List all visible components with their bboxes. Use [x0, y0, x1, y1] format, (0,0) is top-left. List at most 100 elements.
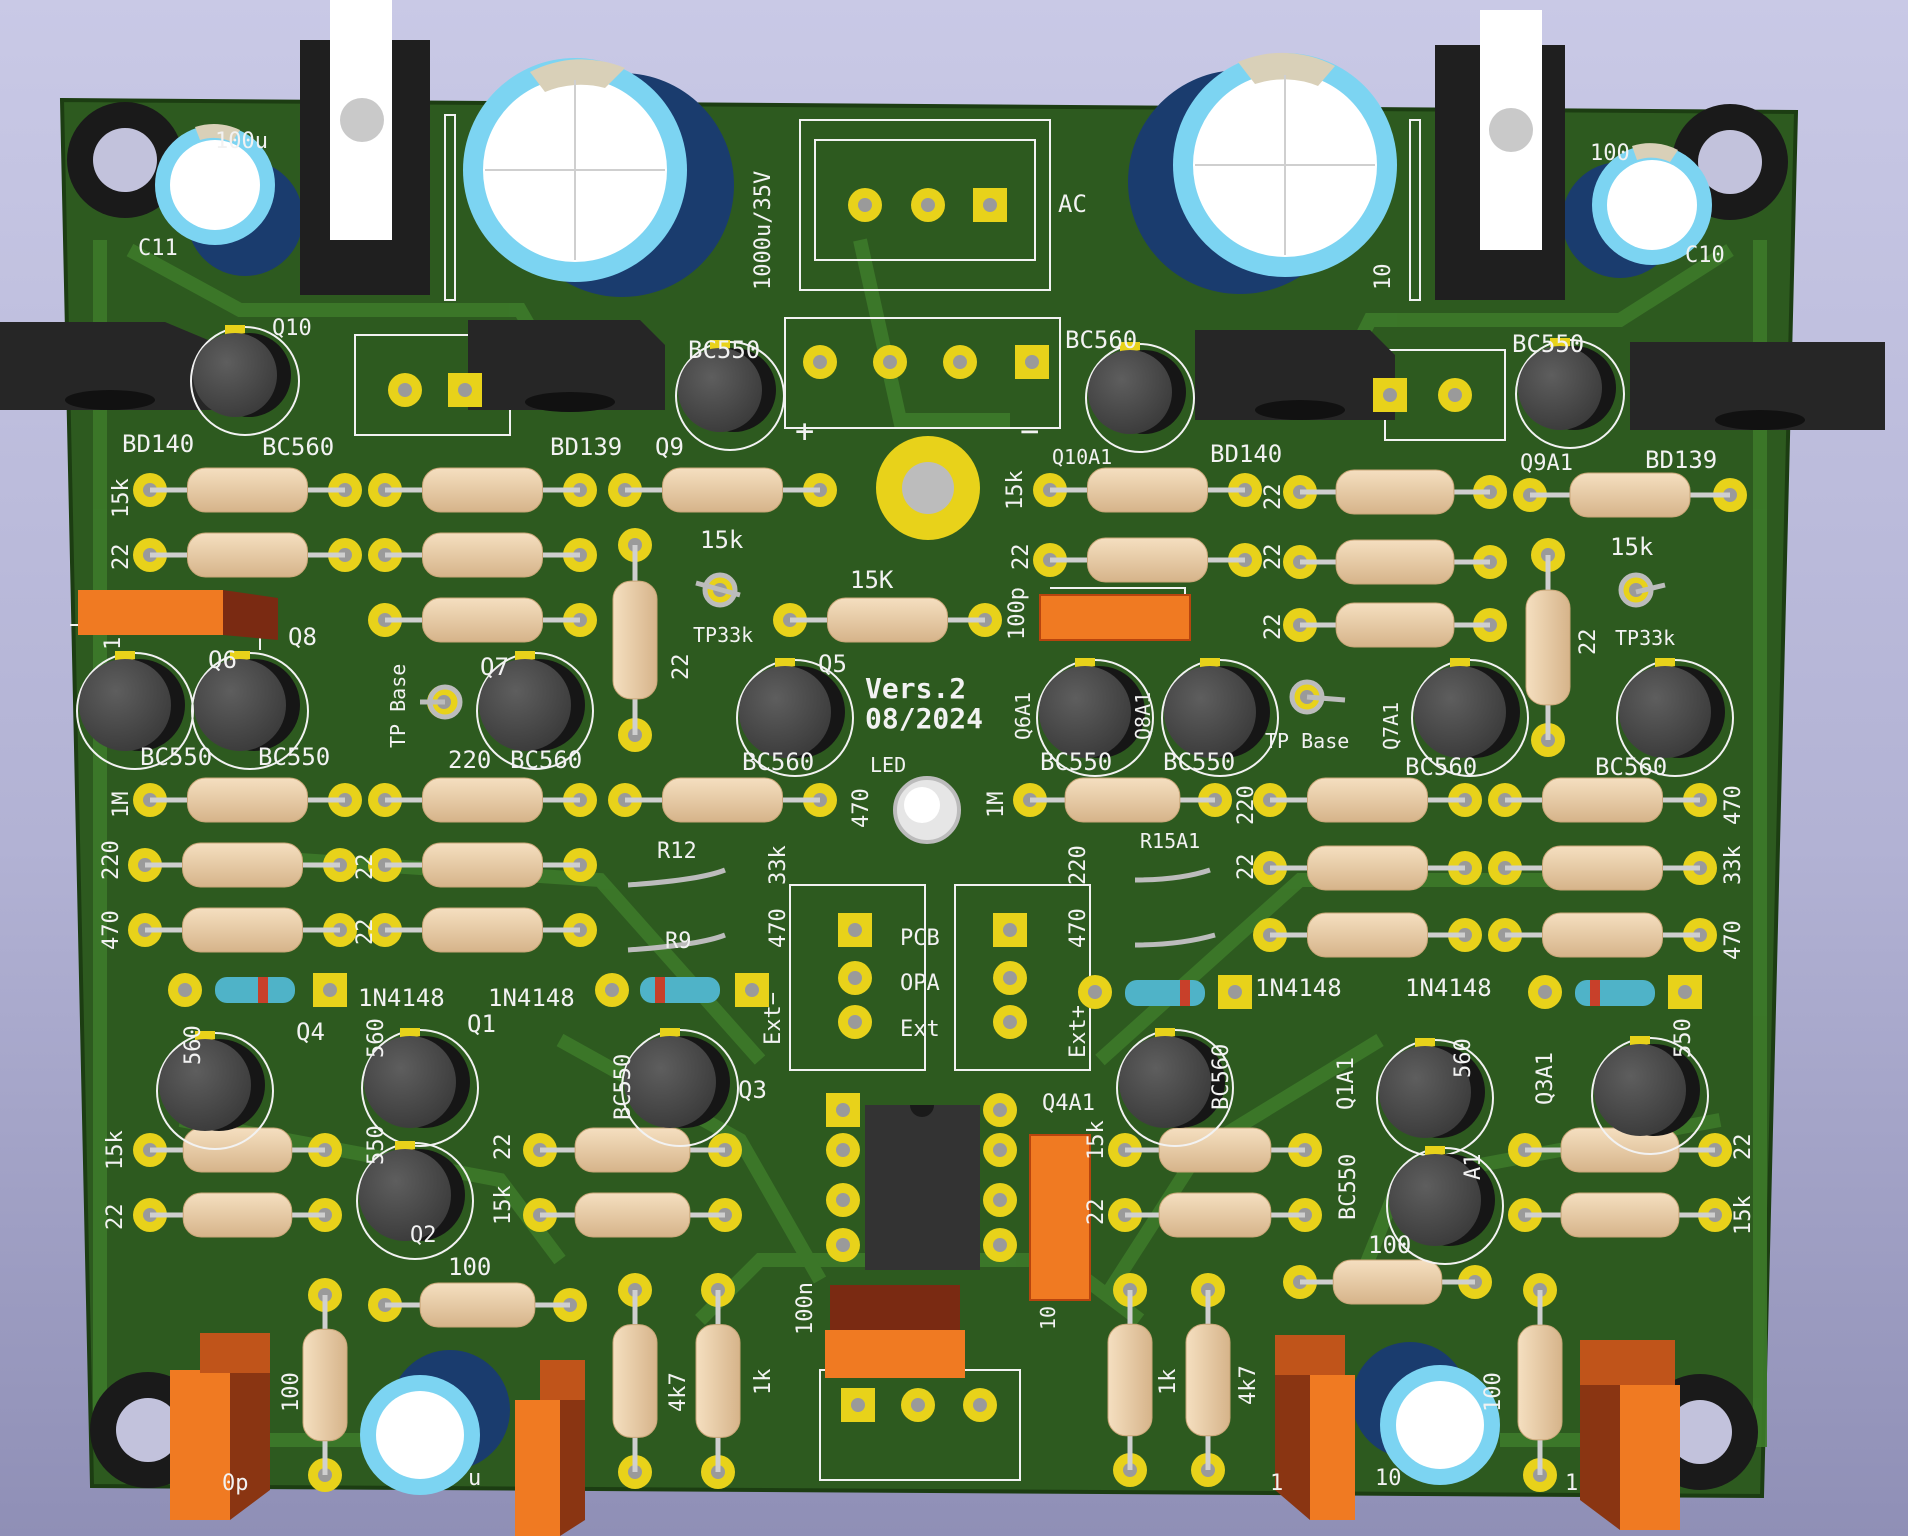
- capacitor-icon: [1580, 1340, 1680, 1530]
- transistor-icon: [76, 651, 194, 770]
- test-point-icon: [1289, 679, 1346, 715]
- tp33k-right: TP33k: [1615, 626, 1675, 650]
- ref-q4: Q4: [296, 1018, 325, 1046]
- transistor-icon: [190, 325, 300, 436]
- pad: [1015, 345, 1049, 379]
- pad: [993, 961, 1027, 995]
- transistor-icon: [1435, 10, 1565, 300]
- resistor-icon: [1030, 777, 1215, 823]
- pad: [448, 373, 482, 407]
- resistor-icon: [540, 1127, 725, 1173]
- pad: [595, 973, 629, 1007]
- resistor-icon: [145, 907, 340, 953]
- resistor-icon: [150, 467, 345, 513]
- pad: [943, 345, 977, 379]
- transistor-icon: [156, 1031, 274, 1150]
- r-220-1: 220: [448, 746, 491, 774]
- resistor-icon: [145, 842, 340, 888]
- pad: [826, 1183, 860, 1217]
- cap-value-1000u: 1000u/35V: [751, 171, 776, 290]
- minus-mark: −: [1020, 412, 1039, 450]
- capacitor-icon: [1562, 143, 1712, 278]
- center-mount-pad: [876, 436, 980, 540]
- pad: [1373, 378, 1407, 412]
- pad: [911, 188, 945, 222]
- ref-q6: Q6: [208, 646, 237, 674]
- part-bc560-2: BC560: [742, 748, 814, 776]
- ref-q10a1: Q10A1: [1052, 445, 1112, 469]
- pad: [838, 961, 872, 995]
- r-1M-2: 1M: [984, 792, 1009, 819]
- pad: [973, 188, 1007, 222]
- led-icon: [893, 776, 961, 844]
- resistor-icon: [150, 1127, 325, 1173]
- cap-value-100-right: 100: [1590, 141, 1630, 166]
- r-22-7: 22: [1576, 629, 1601, 656]
- ref-a1: A1: [1461, 1154, 1486, 1181]
- part-bc560-5: BC560: [1209, 1044, 1234, 1110]
- resistors: [145, 467, 1730, 1475]
- part-bc560-left: BC560: [262, 433, 334, 461]
- pad: [838, 913, 872, 947]
- pad: [993, 1005, 1027, 1039]
- r-22-2: 22: [1009, 544, 1034, 571]
- transistor-icon: [1161, 658, 1279, 777]
- transistor-icon: [1195, 330, 1395, 420]
- r-22-6: 22: [669, 654, 694, 681]
- r-220-2: 220: [1234, 785, 1259, 825]
- part-550-1: 550: [1671, 1018, 1696, 1058]
- transistor-icon: [1515, 338, 1625, 449]
- transistor-icon: [0, 322, 220, 410]
- r-470-1: 470: [849, 788, 874, 828]
- diode-icon: [640, 977, 720, 1003]
- part-bc550-2: BC550: [258, 743, 330, 771]
- r-15k-1: 15k: [109, 478, 134, 518]
- pad: [838, 1005, 872, 1039]
- resistor-icon: [385, 777, 580, 823]
- part-bd139-right: BD139: [1645, 446, 1717, 474]
- resistor-icon: [1270, 777, 1465, 823]
- transistor-icon: [1386, 1146, 1504, 1265]
- r-100-3: 100: [279, 1372, 304, 1412]
- diode-1n4148-2: 1N4148: [488, 984, 575, 1012]
- part-550-2: 550: [364, 1125, 389, 1165]
- ref-q5: Q5: [818, 650, 847, 678]
- part-bc550-4: BC550: [1163, 748, 1235, 776]
- resistor-icon: [150, 1192, 325, 1238]
- capacitor-icon: [1128, 52, 1397, 294]
- r-15K-center: 15K: [850, 566, 894, 594]
- resistor-icon: [1505, 912, 1700, 958]
- part-bc560-top-right: BC560: [1065, 326, 1137, 354]
- diode-icon: [215, 977, 295, 1003]
- cap-value-100u-left: 100u: [215, 129, 268, 154]
- test-point-icon: [695, 572, 741, 608]
- plus-mark: +: [795, 412, 814, 450]
- ref-q8a1: Q8A1: [1131, 692, 1155, 740]
- resistor-icon: [385, 467, 580, 513]
- r-15k-7: 15k: [1084, 1120, 1109, 1160]
- ref-q2: Q2: [410, 1223, 437, 1248]
- diodes: [215, 977, 1655, 1006]
- transistor-icon: [1116, 1028, 1234, 1147]
- r-22-14: 22: [1731, 1134, 1756, 1161]
- capacitor-icon: [1039, 594, 1191, 641]
- pad: [983, 1133, 1017, 1167]
- transistor-icon: [356, 1141, 474, 1260]
- transistor-icon: [1085, 342, 1195, 453]
- tp-base-right: TP Base: [1265, 729, 1349, 753]
- cap-100p: 100p: [1005, 587, 1030, 640]
- r-15k-6: 15k: [491, 1185, 516, 1225]
- led-label: LED: [870, 753, 906, 777]
- ref-q7a1: Q7A1: [1379, 702, 1403, 750]
- resistor-icon: [1300, 1259, 1475, 1305]
- part-bd140-left: BD140: [122, 430, 194, 458]
- ref-q4a1: Q4A1: [1042, 1091, 1095, 1116]
- small-transistors: [76, 325, 1734, 1265]
- resistor-icon: [385, 597, 580, 643]
- transistor-icon: [1630, 342, 1885, 430]
- ic-opamp: [865, 1105, 980, 1270]
- ref-q8: Q8: [288, 623, 317, 651]
- film-capacitors: [78, 590, 1680, 1536]
